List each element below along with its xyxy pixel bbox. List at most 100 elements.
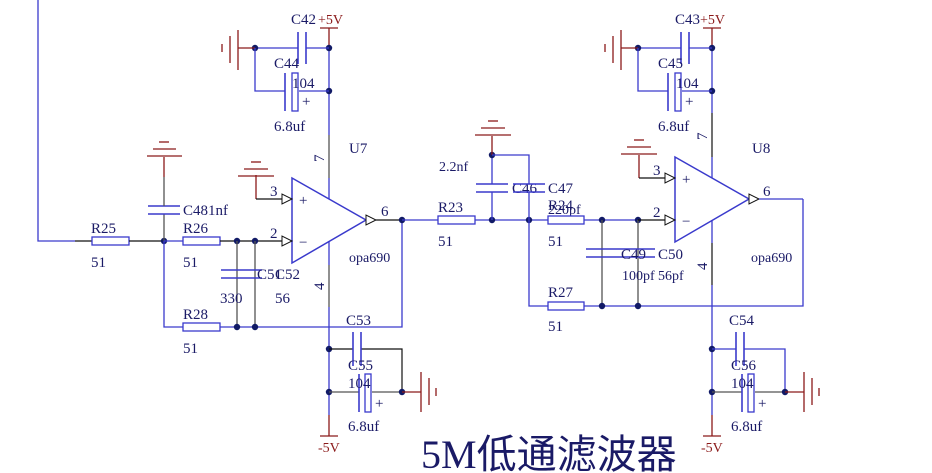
u8-part: opa690 [751,251,792,266]
u8-vminus-label: -5V [701,441,723,456]
capacitor-c56-elec-plate [747,373,755,413]
c53-ref: C53 [346,313,371,329]
u7-pin2: 2 [270,226,278,242]
resistor-r25 [91,236,130,246]
ground-icon [420,372,437,412]
r27-ref: R27 [548,285,574,301]
c55-value: 104 [348,376,371,392]
pin-arrow [281,235,294,247]
c55-elec-value: 6.8uf [348,419,379,435]
u8-ref: U8 [752,141,770,157]
r26-value: 51 [183,255,198,271]
resistor-r28 [182,322,221,332]
u8-pin6: 6 [763,184,771,200]
c47-value: 220pf [548,203,581,218]
c43-ref: C43 [675,12,700,28]
c55-ref: C55 [348,358,373,374]
ground-icon [221,30,239,70]
pin-arrow [664,172,677,184]
c49-value: 100pf [622,269,655,284]
wire [220,219,403,328]
c44-ref: C44 [274,56,300,72]
u7-plus-symbol: + [299,193,307,209]
ground-icon [147,141,182,157]
c56-elec-value: 6.8uf [731,419,762,435]
pin-arrow [281,193,294,205]
r24-ref: R24 [548,198,574,214]
ground-icon [803,372,820,412]
u8-minus-symbol: − [682,214,690,230]
u7-pin7: 7 [312,154,328,162]
wire [584,199,804,307]
input-wire [37,0,75,242]
junction [233,323,241,331]
u8-pin7: 7 [695,132,711,140]
r25-value: 51 [91,255,106,271]
ground-icon [475,120,511,136]
wire [329,348,403,392]
u8-pin4: 4 [695,262,711,270]
r23-ref: R23 [438,200,463,216]
ground-icon [238,161,274,177]
resistor-r23 [437,215,476,225]
c50-value: 56pf [658,269,684,284]
wire [703,415,721,437]
wire [637,48,712,92]
resistor-r27 [547,301,585,311]
u7-vplus-label: +5V [318,13,343,28]
pin-arrow [365,214,378,226]
c48-label: C481nf [183,203,228,219]
u8-pin2: 2 [653,205,661,221]
wire [320,415,338,437]
c52-label: C52 [275,267,300,283]
c47-ref: C47 [548,181,574,197]
capacitor-c55-elec-plate [364,373,372,413]
resistor-r26 [182,236,221,246]
r24-value: 51 [548,234,563,250]
c44-plus: + [302,94,310,110]
ground-icon [621,139,657,155]
u7-minus-symbol: − [299,235,307,251]
c56-plus: + [758,396,766,412]
diagram-title: 5M低通滤波器 [421,432,677,473]
c56-value: 104 [731,376,754,392]
wire [712,348,786,392]
c44-elec-value: 6.8uf [274,119,305,135]
u8-pin3: 3 [653,163,661,179]
c50-ref: C50 [658,247,683,263]
wire [254,48,329,92]
r26-ref: R26 [183,221,209,237]
c55-plus: + [375,396,383,412]
c45-value: 104 [676,76,699,92]
c54-ref: C54 [729,313,755,329]
u7-vminus-label: -5V [318,441,340,456]
c51-value: 330 [220,291,243,307]
wire [492,154,530,184]
c56-ref: C56 [731,358,757,374]
junction [251,323,259,331]
u7-pin4: 4 [312,282,328,290]
r23-value: 51 [438,234,453,250]
pin-arrow [748,193,761,205]
wire [528,192,548,307]
c52-value: 56 [275,291,291,307]
u7-pin6: 6 [381,204,389,220]
r28-value: 51 [183,341,198,357]
c42-ref: C42 [291,12,316,28]
c45-plus: + [685,94,693,110]
wire [703,27,721,48]
junction [598,302,606,310]
wire [163,241,183,328]
c45-ref: C45 [658,56,683,72]
u8-vplus-label: +5V [700,13,725,28]
wire [320,27,338,48]
junction [634,302,642,310]
pin-arrow [664,214,677,226]
ground-icon [604,30,622,70]
c45-elec-value: 6.8uf [658,119,689,135]
resistor-r24 [547,215,585,225]
c51-label: C51 [257,267,282,283]
r28-ref: R28 [183,307,208,323]
c44-value: 104 [292,76,315,92]
